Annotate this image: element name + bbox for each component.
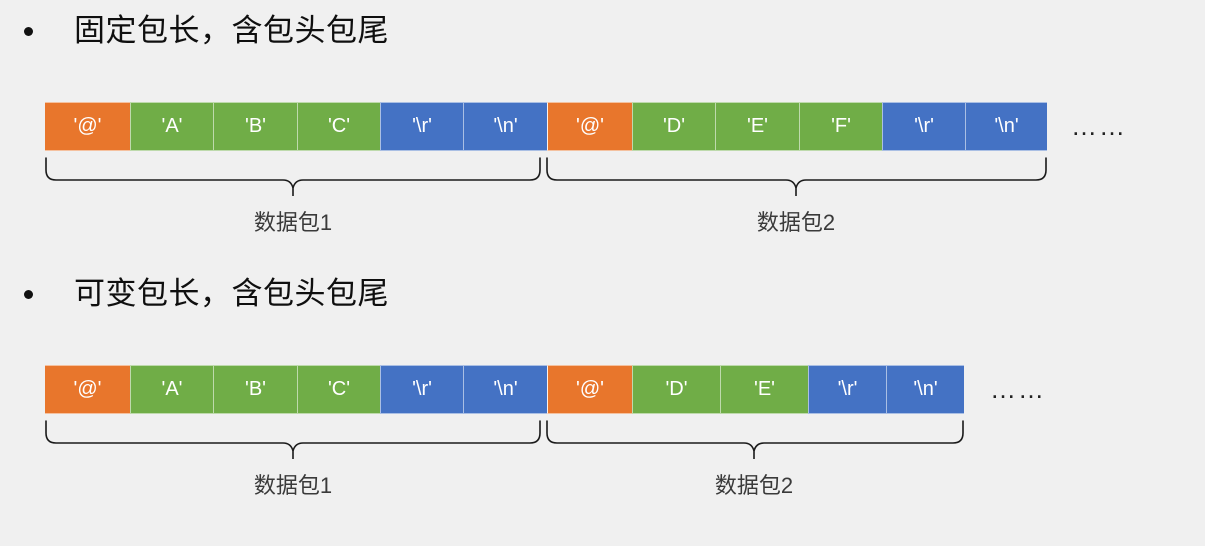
packet-cell: '\n' [463, 365, 547, 414]
heading-text-1: 固定包长，含包头包尾 [74, 12, 389, 48]
cell-label: 'D' [665, 378, 688, 400]
packet-cell: '\n' [463, 102, 547, 151]
cell-label: '\n' [493, 115, 518, 137]
cell-label: '\n' [913, 378, 938, 400]
strip-ellipsis-1: …… [1071, 111, 1127, 141]
packet-cell: '@' [45, 365, 130, 414]
cell-label: 'C' [327, 378, 351, 400]
cell-label: 'C' [327, 115, 351, 137]
packet-cell: '@' [547, 365, 632, 414]
packet-cell: '\r' [380, 365, 463, 414]
group-caption-1-2: 数据包2 [756, 210, 836, 235]
cell-label: 'F' [831, 115, 851, 137]
bullet-dot-icon [24, 26, 33, 36]
cell-label: '@' [73, 378, 102, 400]
packet-cell: 'C' [297, 365, 380, 414]
group-brace-1-1 [44, 156, 542, 198]
packet-cell: 'B' [213, 365, 297, 414]
packet-cell: 'A' [130, 365, 213, 414]
cell-label: '@' [73, 115, 102, 137]
cell-label: 'B' [245, 115, 266, 137]
cell-label: '\r' [837, 378, 858, 400]
cell-label: 'E' [754, 378, 775, 400]
packet-cell: '@' [547, 102, 632, 151]
cell-label: '\r' [412, 115, 432, 137]
packet-cell: '\r' [808, 365, 886, 414]
packet-cell: 'E' [715, 102, 799, 151]
cell-label: 'A' [161, 115, 183, 137]
packet-cell: 'D' [632, 102, 715, 151]
heading-text-2: 可变包长，含包头包尾 [74, 275, 389, 311]
cell-label: 'E' [747, 115, 768, 137]
packet-cell: 'F' [799, 102, 882, 151]
group-brace-2-1 [44, 419, 542, 461]
bullet-heading-1: 固定包长，含包头包尾 [24, 8, 389, 54]
group-caption-2-2: 数据包2 [714, 473, 794, 498]
packet-cell: 'B' [213, 102, 297, 151]
cell-label: '\r' [914, 115, 934, 137]
packet-cell: '\r' [882, 102, 965, 151]
packet-cell: 'E' [720, 365, 808, 414]
bullet-dot-icon [24, 289, 33, 299]
packet-strip-2: '@' 'A' 'B' 'C' '\r' '\n' '@' 'D' 'E' '\… [45, 365, 964, 414]
cell-label: '\r' [412, 378, 432, 400]
packet-strip-1: '@' 'A' 'B' 'C' '\r' '\n' '@' 'D' 'E' 'F… [45, 102, 1047, 151]
group-brace-2-2 [545, 419, 965, 461]
cell-label: 'D' [662, 115, 686, 137]
cell-label: 'B' [245, 378, 266, 400]
packet-cell: '\n' [965, 102, 1047, 151]
packet-cell: 'C' [297, 102, 380, 151]
packet-cell: 'A' [130, 102, 213, 151]
cell-label: '@' [576, 378, 604, 400]
strip-ellipsis-2: …… [990, 374, 1046, 404]
packet-cell: '\n' [886, 365, 964, 414]
packet-cell: '\r' [380, 102, 463, 151]
bullet-heading-2: 可变包长，含包头包尾 [24, 271, 389, 317]
packet-cell: 'D' [632, 365, 720, 414]
group-caption-1-1: 数据包1 [253, 210, 333, 235]
cell-label: '@' [576, 115, 604, 137]
cell-label: '\n' [493, 378, 518, 400]
group-caption-2-1: 数据包1 [253, 473, 333, 498]
packet-cell: '@' [45, 102, 130, 151]
cell-label: 'A' [161, 378, 183, 400]
cell-label: '\n' [994, 115, 1019, 137]
